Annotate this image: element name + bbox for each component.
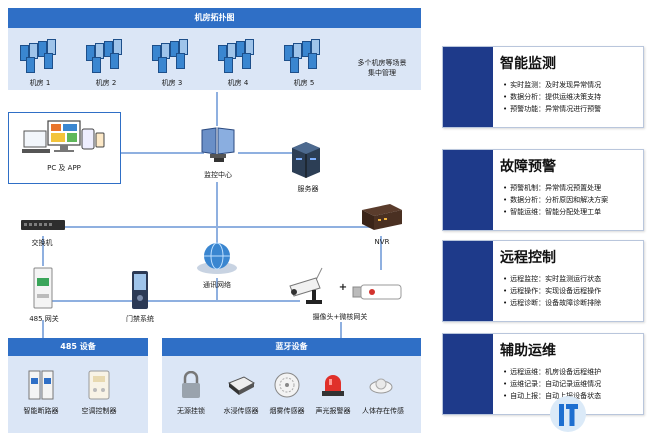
feature-title: 故障预警 <box>500 159 556 175</box>
smart-breaker-label: 智能断路器 <box>23 407 59 415</box>
topology-title: 机房拓扑图 <box>194 13 235 22</box>
smart-breaker-icon <box>28 370 54 400</box>
nvr-icon <box>362 204 402 230</box>
pc-app-label: PC 及 APP <box>47 164 81 172</box>
link-gateway-rs485-panel <box>42 320 44 338</box>
switch-label: 交换机 <box>31 239 53 247</box>
comm-network-label: 通讯网络 <box>203 281 231 289</box>
room-label: 机房 4 <box>227 79 249 87</box>
water-sensor-label: 水浸传感器 <box>223 407 259 415</box>
feature-item: 远程运维：机房设备远程维护 <box>503 366 601 378</box>
padlock-icon <box>182 371 200 398</box>
camera-icon <box>289 267 323 304</box>
feature-card-monitoring: 智能监测 实时监测：及时发现异常情况 数据分析：提供运维决策支持 预警功能：异常… <box>442 46 644 128</box>
rs485-device-title-bar: 485 设备 <box>8 338 148 356</box>
feature-item: 远程监控：实时监测运行状态 <box>503 273 601 285</box>
padlock-label: 无源挂锁 <box>177 407 205 415</box>
brand-logo-icon <box>550 396 586 432</box>
feature-item: 远程诊断：设备故障诊断排除 <box>503 297 601 309</box>
alarm-label: 声光报警器 <box>315 407 351 415</box>
link-backbone-network <box>216 228 218 246</box>
feature-item: 智能运维：智能分配处理工单 <box>503 206 608 218</box>
smoke-sensor-label: 烟雾传感器 <box>269 407 305 415</box>
bluetooth-device-title: 蓝牙设备 <box>275 342 308 351</box>
link-monitor-backbone <box>216 182 218 228</box>
water-sensor-icon <box>228 376 256 395</box>
link-nvr-camera <box>380 236 382 270</box>
multi-room-note-line2: 集中管理 <box>368 69 396 77</box>
feature-title: 辅助运维 <box>500 343 556 359</box>
server-label: 服务器 <box>297 185 319 193</box>
feature-item: 预警功能：异常情况进行预警 <box>503 103 601 115</box>
switch-icon <box>21 220 65 230</box>
feature-item: 远程操作：实现设备远程操作 <box>503 285 601 297</box>
topology-panel <box>8 28 421 90</box>
gateway-485-label: 485 网关 <box>29 315 59 323</box>
bluetooth-device-title-bar: 蓝牙设备 <box>162 338 421 356</box>
camera-gateway-label: 摄像头+微核网关 <box>312 313 368 321</box>
alarm-icon <box>322 375 344 396</box>
room-label: 机房 2 <box>95 79 117 87</box>
access-control-icon <box>132 271 148 309</box>
topology-title-bar: 机房拓扑图 <box>8 8 421 28</box>
lower-horizontal-line <box>42 300 300 302</box>
plus-sign: + <box>338 282 348 293</box>
room-label: 机房 5 <box>293 79 315 87</box>
server-room-icon <box>150 39 194 73</box>
link-switch-gateway <box>42 236 44 266</box>
multi-room-note-line1: 多个机房等场景 <box>357 59 407 67</box>
feature-item: 运维记录：自动记录运维情况 <box>503 378 601 390</box>
globe-network-icon <box>197 242 237 274</box>
feature-item: 数据分析：分析原因和解决方案 <box>503 194 608 206</box>
feature-card-assisted-ops: 辅助运维 远程运维：机房设备远程维护 运维记录：自动记录运维情况 自动上报：自动… <box>442 333 644 415</box>
monitor-center-icon <box>201 127 235 162</box>
link-camera-bluetooth-panel <box>340 322 342 338</box>
link-network-down <box>216 278 218 300</box>
access-control-label: 门禁系统 <box>126 315 154 323</box>
presence-sensor-icon <box>369 378 393 394</box>
feature-title: 智能监测 <box>500 56 556 72</box>
server-room-icon <box>282 39 326 73</box>
gateway-485-icon <box>33 267 53 309</box>
link-pc-monitor <box>120 152 204 154</box>
presence-sensor-label: 人体存在传感 <box>362 407 404 415</box>
feature-item: 预警机制：异常情况预置处理 <box>503 182 608 194</box>
ac-controller-label: 空调控制器 <box>81 407 117 415</box>
pc-app-icon <box>22 120 105 153</box>
server-room-icon <box>216 39 260 73</box>
backbone-line <box>56 226 380 228</box>
smoke-sensor-icon <box>274 372 300 398</box>
feature-item: 实时监测：及时发现异常情况 <box>503 79 601 91</box>
rs485-device-title: 485 设备 <box>60 342 96 351</box>
monitor-center-label: 监控中心 <box>204 171 232 179</box>
feature-item: 自动上报：自动上报设备状态 <box>503 390 601 402</box>
feature-item: 数据分析：提供运维决策支持 <box>503 91 601 103</box>
feature-card-remote-control: 远程控制 远程监控：实时监测运行状态 远程操作：实现设备远程操作 远程诊断：设备… <box>442 240 644 322</box>
room-label: 机房 3 <box>161 79 183 87</box>
link-monitor-server <box>238 152 302 154</box>
feature-title: 远程控制 <box>500 250 556 266</box>
server-room-icon <box>84 39 128 73</box>
server-room-icon <box>18 39 62 73</box>
server-icon <box>292 142 320 178</box>
ac-controller-icon <box>88 370 110 400</box>
nvr-label: NVR <box>374 238 390 246</box>
usb-gateway-icon <box>352 284 402 300</box>
room-label: 机房 1 <box>29 79 51 87</box>
feature-card-fault-warning: 故障预警 预警机制：异常情况预置处理 数据分析：分析原因和解决方案 智能运维：智… <box>442 149 644 231</box>
link-topology-monitor <box>216 92 218 126</box>
